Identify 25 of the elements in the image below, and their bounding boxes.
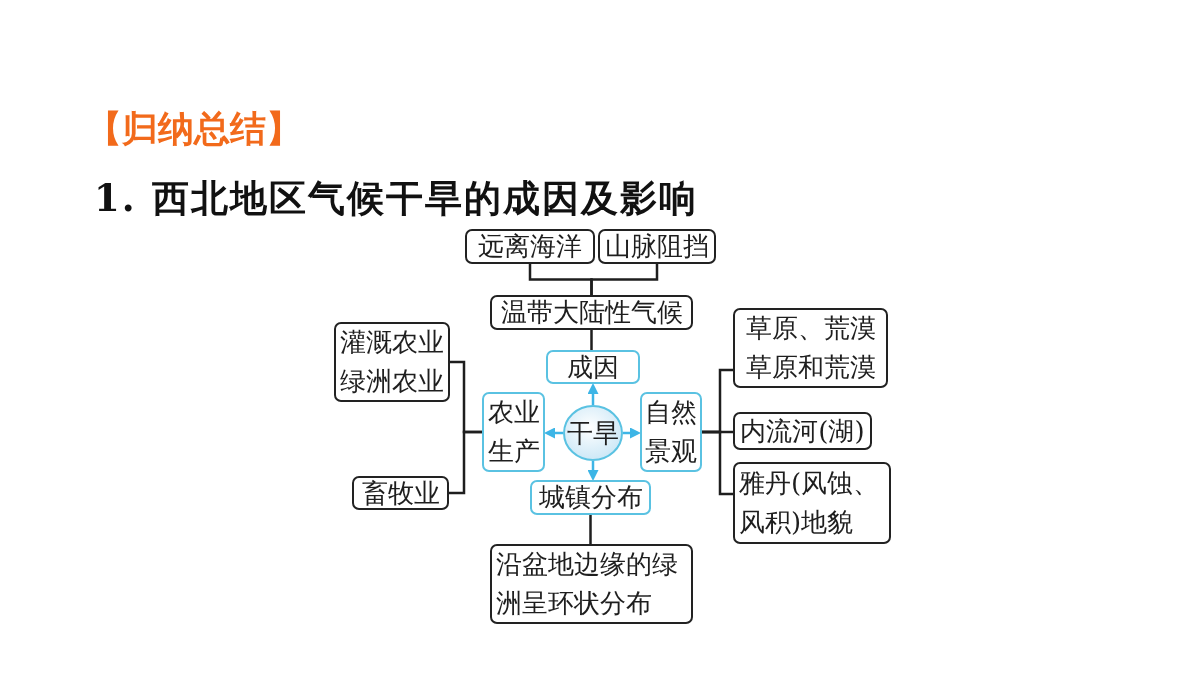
arrow — [623, 427, 641, 439]
arrow — [587, 461, 599, 481]
term-box: 内流河(湖) — [733, 412, 872, 450]
term-box: 沿盆地边缘的绿洲呈环状分布 — [490, 544, 693, 624]
connector-line — [589, 515, 592, 544]
term-box: 温带大陆性气候 — [490, 295, 693, 330]
connector-line — [590, 264, 659, 295]
category-box: 自然景观 — [640, 392, 702, 472]
arrow — [587, 383, 599, 405]
term-box: 雅丹(风蚀、风积)地貌 — [733, 462, 891, 544]
category-box: 农业生产 — [482, 392, 545, 472]
center-ellipse: 干旱 — [563, 405, 623, 461]
term-box: 远离海洋 — [465, 229, 595, 264]
term-box: 灌溉农业 绿洲农业 — [334, 322, 450, 402]
connector-line — [449, 430, 482, 495]
section-heading: 【归纳总结】 — [86, 108, 302, 150]
category-box: 城镇分布 — [530, 480, 651, 515]
term-box: 畜牧业 — [352, 476, 449, 510]
connector-line — [702, 430, 733, 496]
term-box: 山脉阻挡 — [598, 229, 716, 264]
diagram-title: 1. 西北地区气候干旱的成因及影响 — [94, 177, 698, 219]
category-box: 成因 — [546, 350, 640, 384]
term-box: 草原、荒漠草原和荒漠 — [733, 308, 888, 388]
arrow — [544, 427, 563, 439]
connector-line — [590, 330, 593, 350]
